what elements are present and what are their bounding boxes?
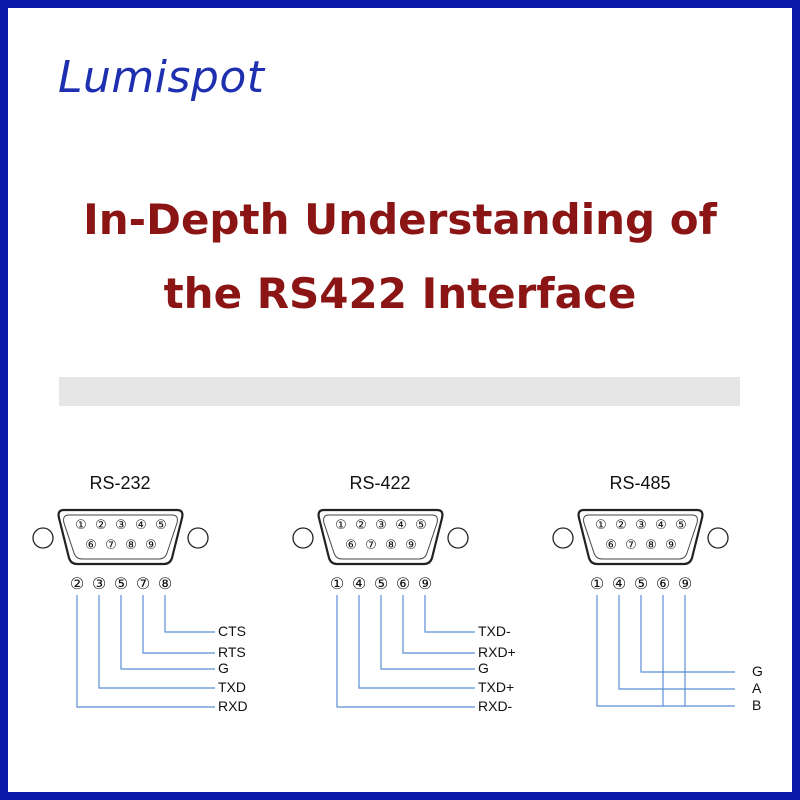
rs232-connector-title: RS-232 — [89, 473, 150, 493]
mounting-hole-right — [447, 527, 469, 549]
brand-logo: Lumispot — [58, 52, 265, 103]
pin-label: ① — [335, 518, 347, 533]
signal-wire — [380, 595, 475, 670]
wired-pin-label: ② — [70, 574, 84, 593]
pin-label: ⑦ — [105, 538, 117, 553]
signal-wire — [596, 595, 735, 707]
signal-wire — [640, 595, 735, 673]
pin-label: ② — [615, 518, 627, 533]
pin-label: ⑨ — [405, 538, 417, 553]
pin-label: ⑧ — [385, 538, 397, 553]
dsub-shell-inner — [583, 514, 698, 560]
signal-wire — [98, 595, 215, 689]
pin-label: ④ — [395, 518, 407, 533]
pin-label: ③ — [115, 518, 127, 533]
pin-label: ⑧ — [125, 538, 137, 553]
signal-label: TXD- — [478, 623, 511, 639]
signal-label: TXD+ — [478, 679, 514, 695]
pin-label: ② — [95, 518, 107, 533]
signal-label: B — [752, 697, 761, 713]
signal-label: G — [752, 663, 763, 679]
signal-wire — [424, 595, 475, 633]
pin-label: ⑤ — [675, 518, 687, 533]
rs485-connector-title: RS-485 — [609, 473, 670, 493]
wired-pin-label: ⑨ — [418, 574, 432, 593]
signal-label: RXD — [218, 698, 248, 714]
pin-label: ⑨ — [665, 538, 677, 553]
pin-label: ⑥ — [605, 538, 617, 553]
wired-pin-label: ⑧ — [158, 574, 172, 593]
signal-label: RTS — [218, 644, 246, 660]
dsub-shell-outer — [57, 508, 184, 566]
pin-label: ⑥ — [345, 538, 357, 553]
signal-label: A — [752, 680, 762, 696]
wired-pin-label: ① — [590, 574, 604, 593]
wired-pin-label: ① — [330, 574, 344, 593]
pin-label: ⑤ — [415, 518, 427, 533]
mounting-hole-left — [32, 527, 54, 549]
page-title-line-1: In-Depth Understanding of — [83, 195, 717, 244]
signal-wire — [358, 595, 475, 689]
pin-label: ⑦ — [625, 538, 637, 553]
pin-label: ② — [355, 518, 367, 533]
wired-pin-label: ⑥ — [396, 574, 410, 593]
page-title-line-2: the RS422 Interface — [163, 269, 637, 318]
mounting-hole-right — [187, 527, 209, 549]
pin-label: ① — [75, 518, 87, 533]
wired-pin-label: ⑨ — [678, 574, 692, 593]
pin-label: ③ — [375, 518, 387, 533]
divider-bar — [59, 377, 740, 406]
wired-pin-label: ⑤ — [374, 574, 388, 593]
signal-wire — [164, 595, 215, 633]
signal-wire — [76, 595, 215, 708]
pin-label: ⑤ — [155, 518, 167, 533]
signal-label: TXD — [218, 679, 246, 695]
wired-pin-label: ⑥ — [656, 574, 670, 593]
dsub-shell-outer — [577, 508, 704, 566]
pin-label: ③ — [635, 518, 647, 533]
wired-pin-label: ④ — [352, 574, 366, 593]
wired-pin-label: ⑤ — [114, 574, 128, 593]
dsub-shell-inner — [323, 514, 438, 560]
mounting-hole-right — [707, 527, 729, 549]
signal-label: G — [218, 660, 229, 676]
signal-wire — [142, 595, 215, 654]
signal-wire — [402, 595, 475, 654]
pin-label: ① — [595, 518, 607, 533]
dsub-shell-outer — [317, 508, 444, 566]
signal-wire — [618, 595, 735, 690]
signal-label: G — [478, 660, 489, 676]
pin-label: ④ — [655, 518, 667, 533]
pin-label: ⑨ — [145, 538, 157, 553]
wired-pin-label: ④ — [612, 574, 626, 593]
signal-wire — [336, 595, 475, 708]
signal-label: RXD- — [478, 698, 513, 714]
signal-label: CTS — [218, 623, 246, 639]
mounting-hole-left — [552, 527, 574, 549]
mounting-hole-left — [292, 527, 314, 549]
wired-pin-label: ③ — [92, 574, 106, 593]
pin-label: ⑧ — [645, 538, 657, 553]
signal-label: RXD+ — [478, 644, 516, 660]
pin-label: ④ — [135, 518, 147, 533]
signal-wire — [120, 595, 215, 670]
pin-label: ⑦ — [365, 538, 377, 553]
wired-pin-label: ⑦ — [136, 574, 150, 593]
pin-label: ⑥ — [85, 538, 97, 553]
wired-pin-label: ⑤ — [634, 574, 648, 593]
rs422-connector-title: RS-422 — [349, 473, 410, 493]
dsub-shell-inner — [63, 514, 178, 560]
